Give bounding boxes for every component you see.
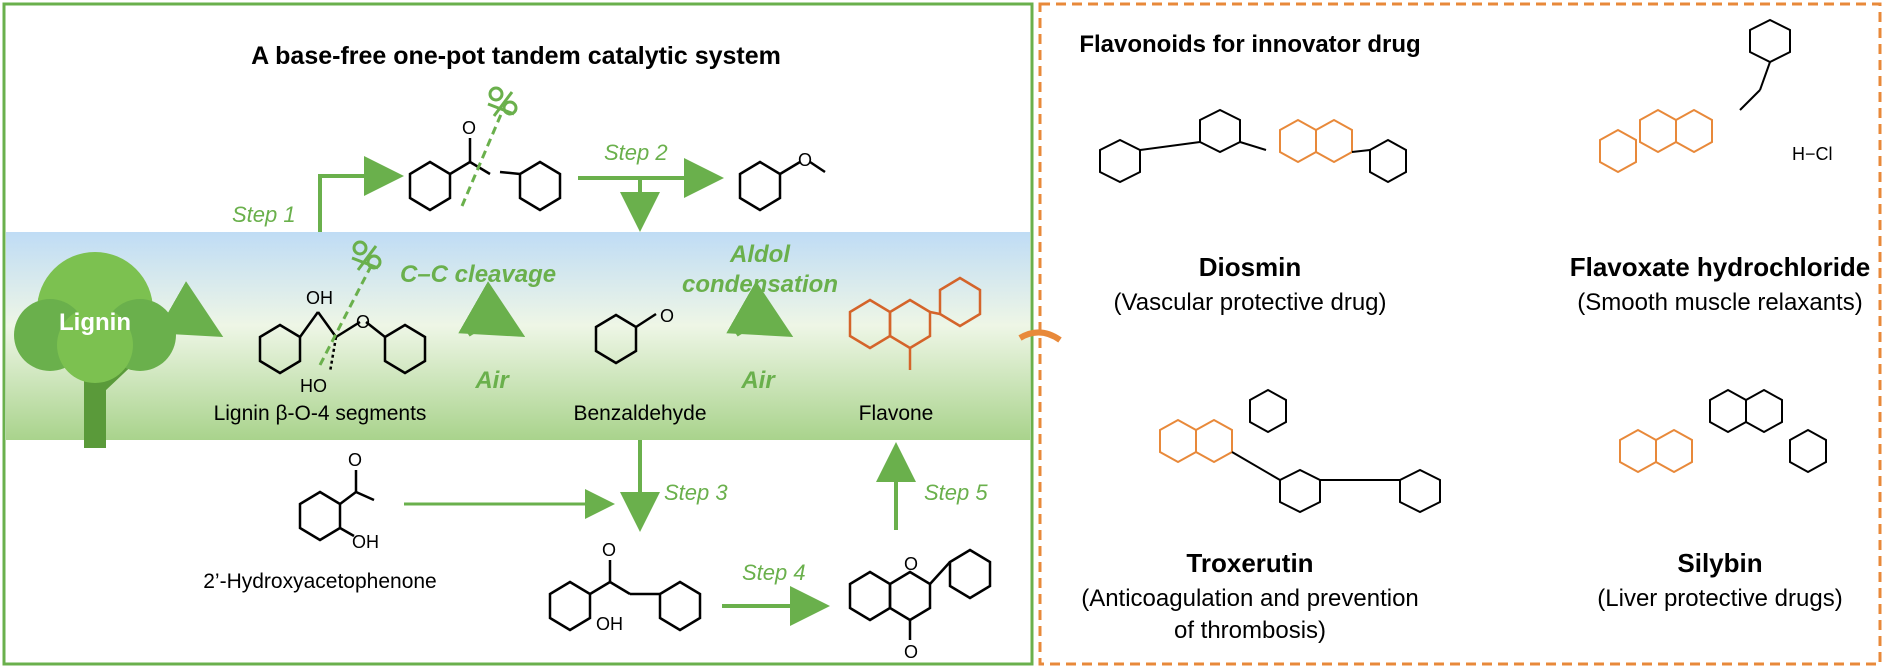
benzaldehyde-structure <box>594 312 657 365</box>
benzaldehyde-o-label: O <box>660 306 674 326</box>
aldol-label-line2: condensation <box>682 271 838 298</box>
diosmin-desc: (Vascular protective drug) <box>1114 289 1387 316</box>
chalcone-o-label: O <box>602 540 616 560</box>
left-panel-title: A base-free one-pot tandem catalytic sys… <box>251 42 781 70</box>
segment-oh-label: OH <box>306 288 333 308</box>
anisole-o-label: O <box>798 150 812 170</box>
step5-label: Step 5 <box>924 480 988 505</box>
step4-label: Step 4 <box>742 560 806 585</box>
hydroxyacetophenone-o-label: O <box>348 450 362 470</box>
silybin-desc: (Liver protective drugs) <box>1597 585 1842 612</box>
troxerutin-structure <box>1159 418 1233 464</box>
step3-label: Step 3 <box>664 480 728 505</box>
flavoxate-desc: (Smooth muscle relaxants) <box>1577 289 1862 316</box>
hydroxyacetophenone-label: 2’-Hydroxyacetophenone <box>203 570 436 593</box>
scissors-icon-1 <box>351 240 382 271</box>
troxerutin-desc-1: (Anticoagulation and prevention <box>1081 585 1419 612</box>
air-label-2: Air <box>740 367 776 394</box>
hydroxyacetophenone-oh-label: OH <box>352 532 379 552</box>
lignin-segment-structure <box>258 311 427 375</box>
diosmin-b-ring <box>1351 138 1407 184</box>
silybin-name: Silybin <box>1677 548 1762 578</box>
diosmin-structure <box>1099 108 1267 184</box>
flavanone-o-label: O <box>904 554 918 574</box>
flavoxate-structure <box>1599 108 1713 174</box>
segments-label: Lignin β-O-4 segments <box>214 402 427 425</box>
flavoxate-hcl: H−Cl <box>1792 144 1833 164</box>
step1-arrow <box>318 156 404 232</box>
flavanone-structure <box>848 548 992 640</box>
cleavage-dash-top <box>460 111 504 207</box>
flavoxate-piperidine <box>1739 18 1791 111</box>
panel-connector-arrow <box>1018 329 1062 343</box>
scissors-icon-2 <box>487 86 518 117</box>
hydroxyacetophenone-structure <box>298 470 375 542</box>
cleavage-dash <box>318 267 372 366</box>
curved-arrow-1 <box>156 281 224 337</box>
troxerutin-desc-2: of thrombosis) <box>1174 617 1326 644</box>
step2-label: Step 2 <box>604 140 668 165</box>
step1-label: Step 1 <box>232 202 296 227</box>
segment-ho-label: HO <box>300 376 327 396</box>
benzaldehyde-label: Benzaldehyde <box>573 402 706 425</box>
cleavage-label: C–C cleavage <box>400 261 556 288</box>
top-ketone-o-label: O <box>462 118 476 138</box>
lignin-tree-label: Lignin <box>59 309 131 336</box>
right-panel-title: Flavonoids for innovator drug <box>1079 31 1420 58</box>
silybin-structure <box>1619 428 1693 474</box>
lignin-tree-icon <box>14 252 176 448</box>
aldol-label-line1: Aldol <box>729 241 791 268</box>
right-panel-border <box>1038 2 1882 666</box>
curved-arrow-2 <box>458 281 526 337</box>
anisole-structure <box>738 160 826 212</box>
silybin-rings <box>1709 388 1827 474</box>
curved-arrow-3 <box>726 281 794 337</box>
chalcone-oh-label: OH <box>596 614 623 634</box>
diosmin-name: Diosmin <box>1199 252 1302 282</box>
flavanone-o2-label: O <box>904 642 918 662</box>
troxerutin-sugars <box>1231 388 1441 514</box>
diosmin-flavone-core <box>1279 118 1353 164</box>
flavone-structure <box>848 276 982 370</box>
segment-o-label: O <box>356 312 370 332</box>
flavone-label: Flavone <box>859 402 934 425</box>
flavoxate-name: Flavoxate hydrochloride <box>1570 252 1871 282</box>
top-ketone-structure <box>408 138 562 212</box>
air-label-1: Air <box>474 367 510 394</box>
troxerutin-name: Troxerutin <box>1186 548 1313 578</box>
chalcone-structure <box>548 560 702 632</box>
